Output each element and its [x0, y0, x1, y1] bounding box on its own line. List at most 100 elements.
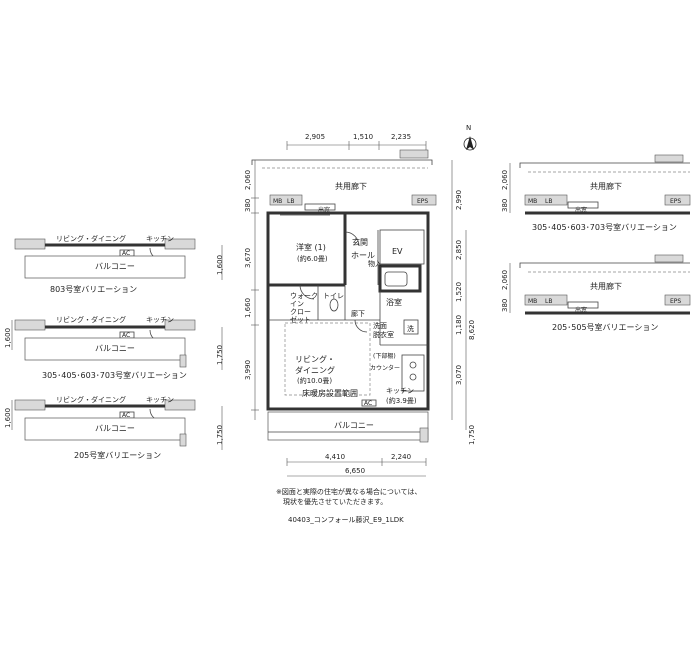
file-label: 40403_コンフォール藤沢_E9_1LDK: [288, 515, 404, 524]
north-label: N: [466, 124, 471, 132]
dim-right-1: 2,990: [455, 190, 463, 210]
variation-left-205: リビング・ダイニング キッチン AC バルコニー 1,600 1,750 205…: [4, 395, 224, 460]
kitchen-label: キッチン: [386, 387, 414, 395]
varR2-mb: MB: [528, 298, 537, 305]
main-balcony-label: バルコニー: [334, 421, 374, 430]
dim-right-2: 2,850: [455, 240, 463, 260]
main-mb: MB: [273, 198, 282, 205]
var2-balcony: バルコニー: [95, 344, 135, 353]
wash-label-1: 洗面: [373, 321, 387, 330]
var1-living: リビング・ダイニング: [56, 234, 126, 243]
var3-dim-2: 1,750: [216, 425, 224, 445]
dim-bottom-2: 2,240: [391, 453, 411, 461]
var2-dim-1: 1,600: [4, 328, 12, 348]
var3-dim-1: 1,600: [4, 408, 12, 428]
hall-label: ホール: [351, 251, 375, 260]
note-line-2: 現状を優先させていただきます。: [283, 497, 387, 506]
dim-bottom-total: 6,650: [345, 467, 365, 475]
main-balcony: バルコニー: [267, 411, 429, 443]
wash-label-2: 脱衣室: [373, 330, 394, 339]
var3-ac: AC: [122, 412, 130, 419]
varR2-corridor: 共用廊下: [590, 281, 622, 291]
main-eps: EPS: [417, 198, 428, 205]
dim-left-2: 380: [244, 199, 252, 212]
kitchen-size: (約3.9畳): [386, 396, 417, 405]
var3-kitchen: キッチン: [146, 396, 174, 404]
varR1-mb: MB: [528, 198, 537, 205]
north-arrow-icon: N: [463, 124, 477, 151]
living-label-2: ダイニング: [295, 365, 335, 375]
var3-balcony: バルコニー: [95, 424, 135, 433]
variation-left-803: リビング・ダイニング キッチン AC バルコニー 1,600 803号室バリエー…: [14, 234, 224, 294]
varR1-eps: EPS: [670, 198, 681, 205]
note-line-1: ※図面と実際の住宅が異なる場合については、: [276, 487, 422, 496]
under-shelf-label: (下部棚): [373, 352, 396, 360]
varR2-title: 205･505号室バリエーション: [552, 322, 658, 332]
varR2-dim-2: 380: [501, 299, 509, 312]
var1-title: 803号室バリエーション: [50, 284, 137, 294]
main-ac: AC: [364, 400, 372, 407]
varR1-dim-1: 2,060: [501, 170, 509, 190]
varR2-lb: LB: [545, 298, 552, 305]
varR2-dim-1: 2,060: [501, 270, 509, 290]
bedroom-label: 洋室 (1): [296, 242, 326, 252]
counter-label: カウンター: [370, 364, 400, 372]
var1-balcony: バルコニー: [95, 262, 135, 271]
main-lb: LB: [287, 198, 294, 205]
corridor-railing: 共用廊下: [251, 149, 433, 191]
var3-title: 205号室バリエーション: [74, 450, 161, 460]
top-dimensions: 2,905 1,510 2,235: [286, 133, 427, 150]
varR1-dim-2: 380: [501, 199, 509, 212]
var1-kitchen: キッチン: [146, 235, 174, 243]
var2-living: リビング・ダイニング: [56, 315, 126, 324]
varR2-window: 出窓: [575, 306, 587, 314]
main-unit: MB LB EPS 出窓 AC: [266, 194, 437, 411]
variation-left-305: リビング・ダイニング キッチン AC バルコニー 1,600 1,750 305…: [4, 315, 224, 380]
bedroom-size: (約6.0畳): [297, 254, 328, 263]
var2-ac: AC: [122, 332, 130, 339]
var3-living: リビング・ダイニング: [56, 395, 126, 404]
dim-top-2: 1,510: [353, 133, 373, 141]
walkin-label-4: ゼット: [290, 315, 311, 324]
var2-dim-2: 1,750: [216, 345, 224, 365]
varR1-window: 出窓: [575, 206, 587, 214]
dim-left-4: 1,660: [244, 298, 252, 318]
bottom-dimensions: 4,410 2,240 6,650: [286, 453, 427, 477]
dim-right-total: 8,620: [468, 320, 476, 340]
dim-right-5: 3,070: [455, 365, 463, 385]
walkin-label-1: ウォーク: [290, 292, 318, 300]
variation-right-205: 共用廊下 MB LB EPS 出窓 2,060 380 205･505号室バリエ…: [501, 254, 691, 332]
dim-top-1: 2,905: [305, 133, 325, 141]
walkin-label-3: クロー: [290, 308, 311, 316]
var1-ac: AC: [122, 250, 130, 257]
storage-label: 物入: [368, 259, 382, 268]
living-label-1: リビング・: [295, 354, 335, 364]
main-corridor-label: 共用廊下: [335, 181, 367, 191]
dim-right-3: 1,520: [455, 282, 463, 302]
left-dimensions: 2,060 380 3,670 1,660 3,990: [244, 160, 259, 420]
varR1-title: 305･405･603･703号室バリエーション: [532, 222, 677, 232]
var1-dim-1: 1,600: [216, 255, 224, 275]
dim-left-3: 3,670: [244, 248, 252, 268]
rouka-label: 廊下: [351, 309, 365, 318]
variation-right-305: 共用廊下 MB LB EPS 出窓 2,060 380 305･405･603･…: [501, 154, 691, 232]
floor-heat-label: 床暖房設置範囲: [302, 388, 358, 398]
bath-label: 浴室: [386, 297, 402, 307]
varR2-eps: EPS: [670, 298, 681, 305]
dim-bottom-1: 4,410: [325, 453, 345, 461]
dim-left-5: 3,990: [244, 360, 252, 380]
washer-label: 洗: [407, 324, 414, 333]
dim-top-3: 2,235: [391, 133, 411, 141]
dim-right-4: 1,180: [455, 315, 463, 335]
dim-right-balcony: 1,750: [468, 425, 476, 445]
walkin-label-2: イン: [290, 300, 304, 308]
varR1-corridor: 共用廊下: [590, 181, 622, 191]
ev-label: EV: [392, 247, 403, 256]
varR1-lb: LB: [545, 198, 552, 205]
right-dimensions: 2,990 2,850 1,520 1,180 3,070 8,620 1,75…: [451, 160, 476, 445]
var2-title: 305･405･603･703号室バリエーション: [42, 370, 187, 380]
living-size: (約10.0畳): [297, 376, 332, 385]
toilet-label: トイレ: [323, 292, 344, 300]
var2-kitchen: キッチン: [146, 316, 174, 324]
